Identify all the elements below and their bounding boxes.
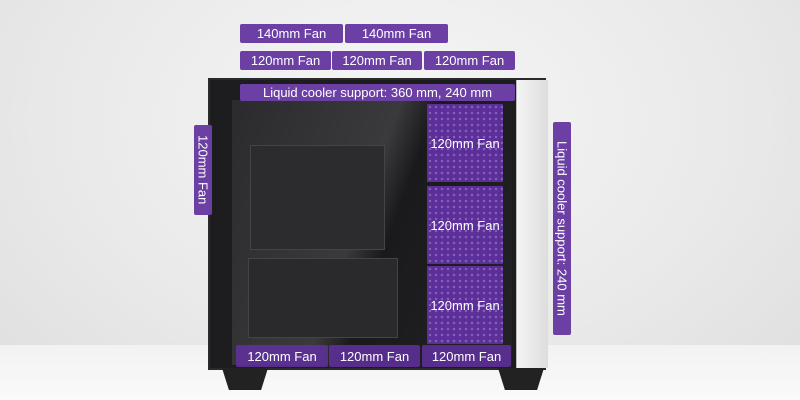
top-140-fan-label: 140mm Fan xyxy=(240,24,343,43)
case-foot-left xyxy=(222,368,268,390)
bottom-fan-label: 120mm Fan xyxy=(236,345,328,367)
top-120-fan-label: 120mm Fan xyxy=(240,51,331,70)
front-fan-1: 120mm Fan xyxy=(427,104,503,182)
top-cooler-label: Liquid cooler support: 360 mm, 240 mm xyxy=(240,84,515,101)
psu-shroud xyxy=(248,258,398,338)
front-fan-2: 120mm Fan xyxy=(427,186,503,264)
top-120-fan-label: 120mm Fan xyxy=(424,51,515,70)
case-foot-right xyxy=(498,368,544,390)
rear-fan-label: 120mm Fan xyxy=(194,125,212,215)
motherboard-tray xyxy=(250,145,385,250)
front-glass-panel xyxy=(516,80,548,368)
front-cooler-label: Liquid cooler support: 240 mm xyxy=(553,122,571,335)
bottom-fan-label: 120mm Fan xyxy=(329,345,420,367)
top-120-fan-label: 120mm Fan xyxy=(332,51,422,70)
top-140-fan-label: 140mm Fan xyxy=(345,24,448,43)
bottom-fan-label: 120mm Fan xyxy=(422,345,511,367)
front-fan-3: 120mm Fan xyxy=(427,266,503,344)
